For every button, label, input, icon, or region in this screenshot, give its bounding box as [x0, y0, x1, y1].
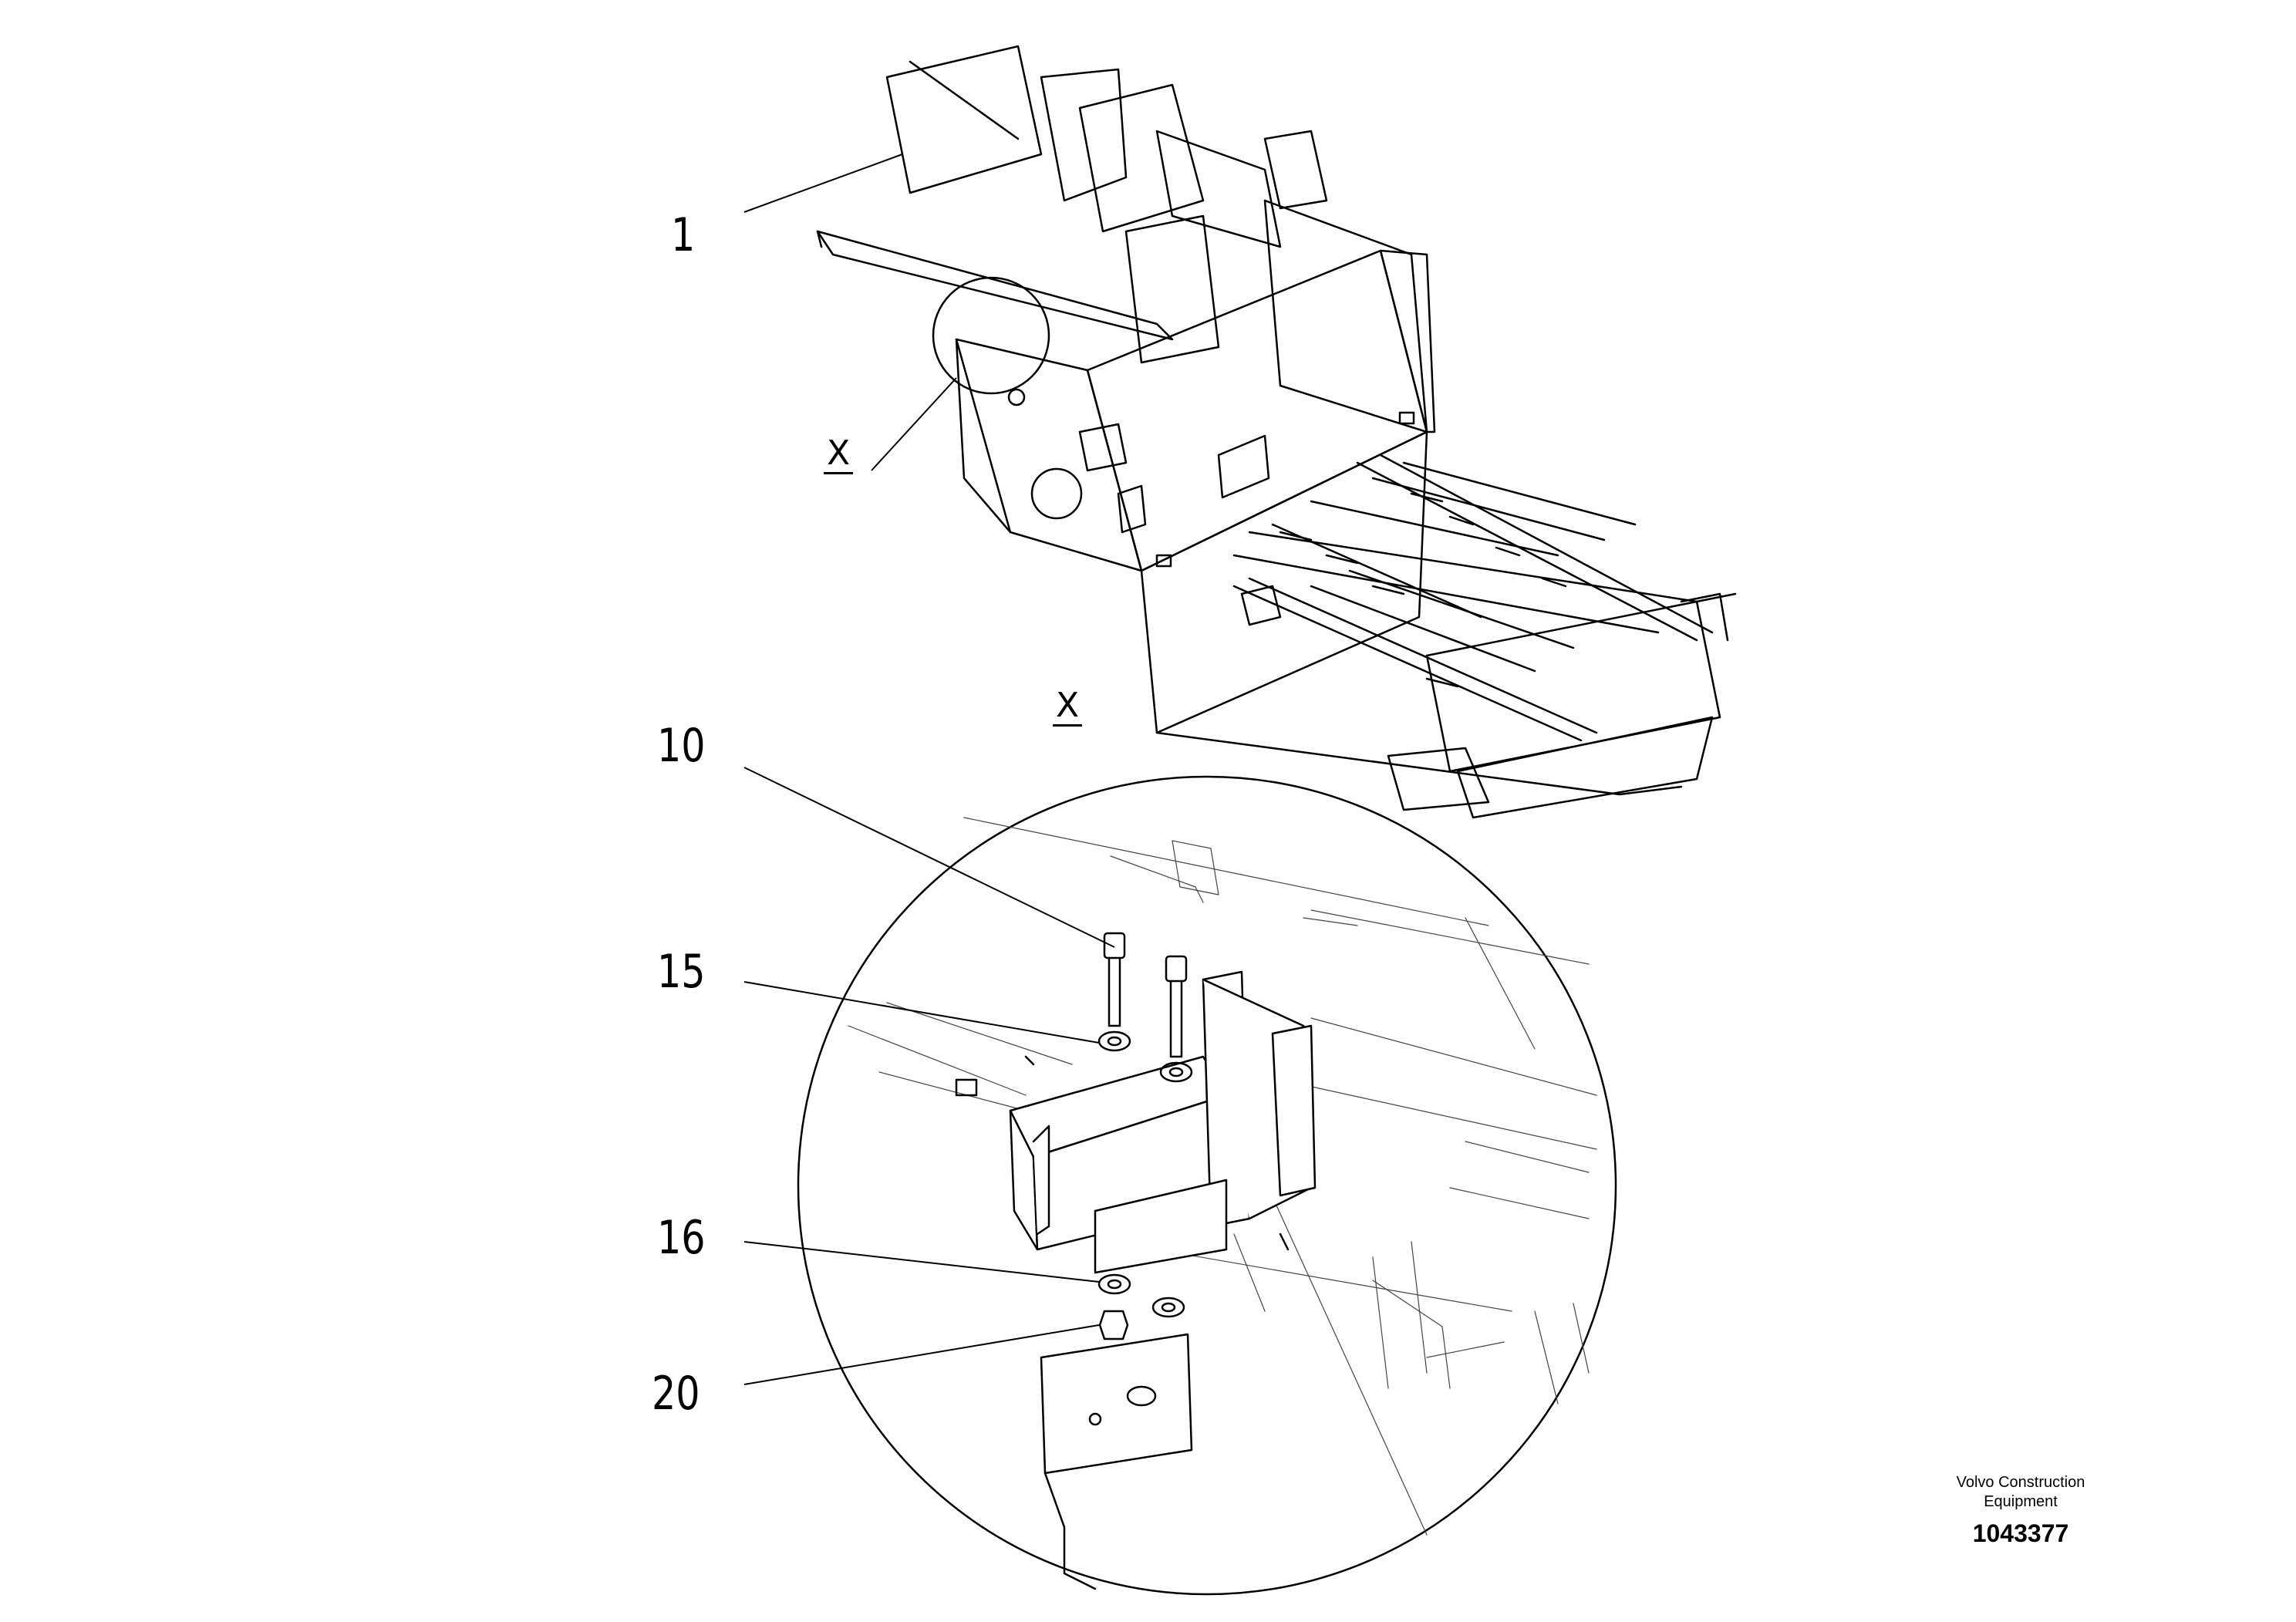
company-name-line1: Volvo Construction — [1956, 1474, 2085, 1491]
title-block: Volvo Construction Equipment 1043377 — [1905, 1473, 2136, 1548]
detail-marker-label: X — [824, 437, 854, 474]
detail-x-view — [797, 775, 1617, 1596]
leader-1 — [743, 153, 903, 213]
leader-x — [871, 377, 957, 471]
leader-10 — [743, 767, 1115, 948]
detail-circle — [797, 775, 1617, 1596]
company-name-line2: Equipment — [1984, 1493, 2058, 1510]
leader-15 — [743, 981, 1100, 1044]
leader-20 — [743, 1324, 1100, 1385]
leader-lines — [743, 153, 1115, 1385]
callout-10: 10 — [657, 719, 706, 773]
callout-1: 1 — [671, 208, 696, 262]
document-number: 1043377 — [1972, 1519, 2069, 1547]
detail-view-title: X — [1053, 689, 1083, 727]
callout-16: 16 — [657, 1211, 706, 1265]
leader-16 — [743, 1241, 1100, 1283]
callout-15: 15 — [657, 945, 706, 999]
callout-20: 20 — [652, 1367, 700, 1421]
frame-assembly-view — [816, 45, 1737, 819]
